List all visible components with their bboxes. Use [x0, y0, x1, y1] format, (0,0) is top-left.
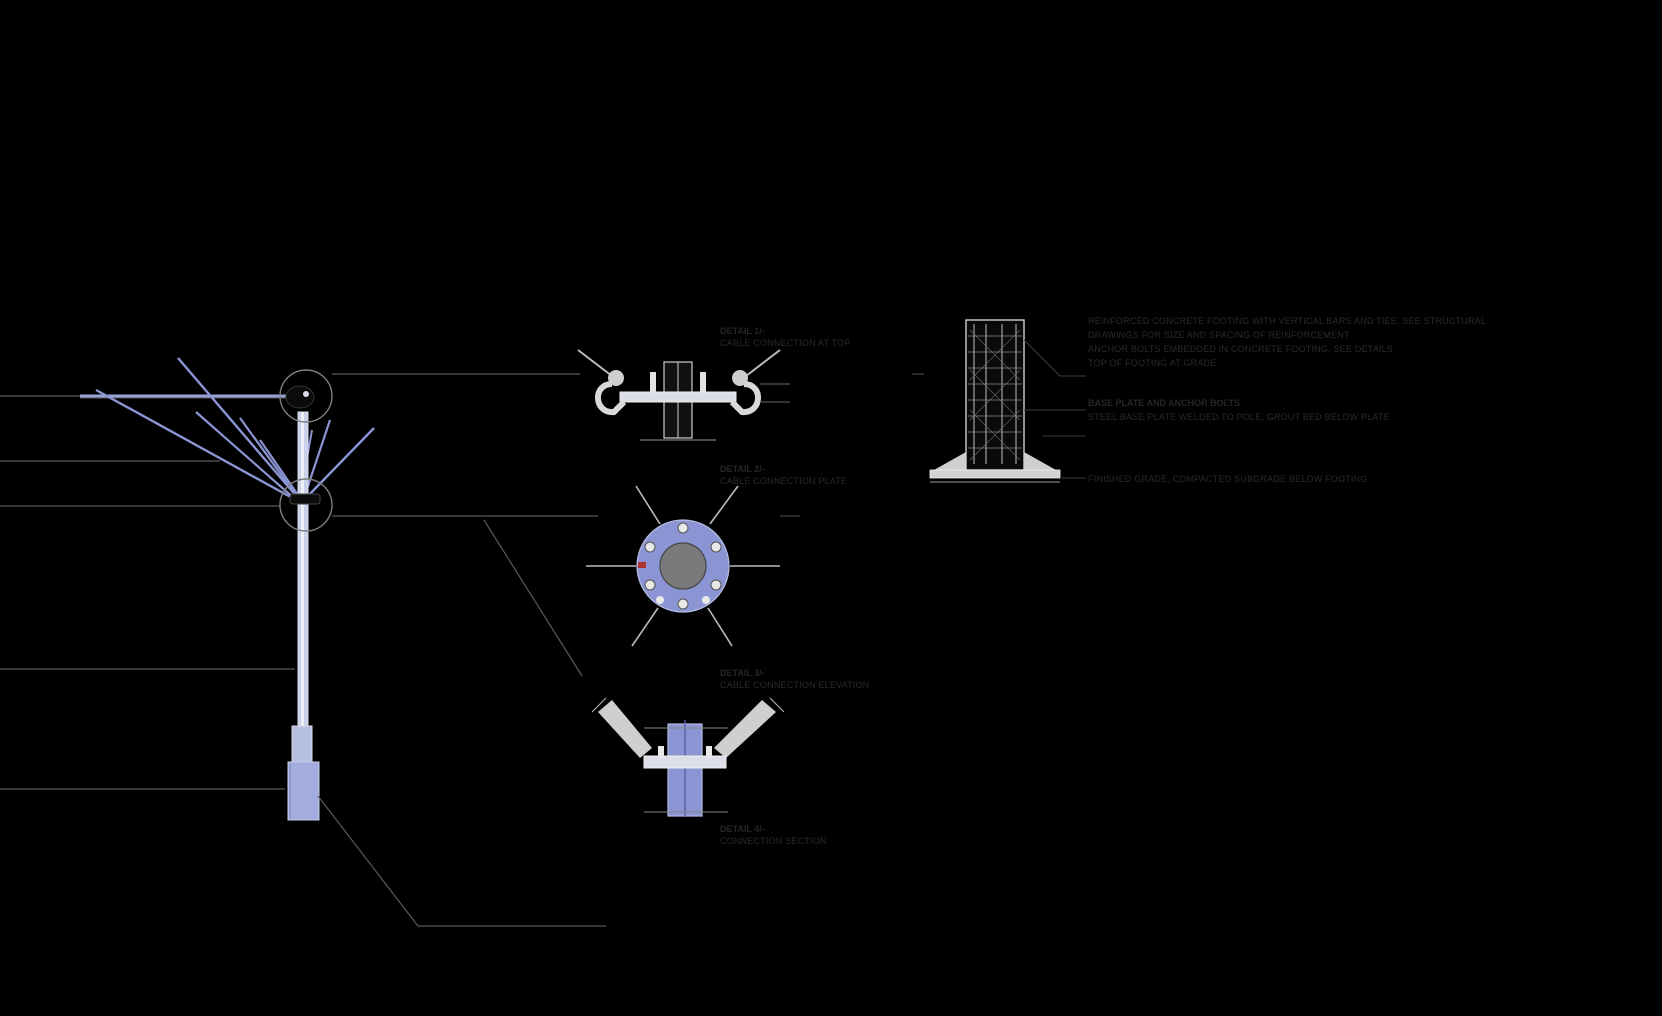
detail-3-subtitle: CABLE CONNECTION ELEVATION	[720, 680, 869, 690]
footing-note-line: DRAWINGS FOR SIZE AND SPACING OF REINFOR…	[1088, 330, 1350, 340]
detail-callout-circle	[279, 369, 333, 423]
bolt	[700, 372, 706, 394]
shackle-left	[595, 381, 627, 415]
detail-4-subtitle: CONNECTION SECTION	[720, 836, 827, 846]
detail-1-title: DETAIL 1/-	[720, 326, 765, 336]
footing-block	[287, 761, 320, 821]
connection-plate	[643, 755, 727, 769]
footing-note-line: ANCHOR BOLTS EMBEDDED IN CONCRETE FOOTIN…	[1088, 344, 1393, 354]
cable	[577, 349, 613, 377]
bolt	[650, 372, 656, 394]
detail-1-cable-connection: DETAIL 1/- CABLE CONNECTION AT TOP	[577, 326, 924, 441]
arm-end	[591, 697, 607, 713]
detail-1-subtitle: CABLE CONNECTION AT TOP	[720, 338, 850, 348]
hatch	[969, 409, 1021, 461]
cable-arm	[709, 485, 739, 525]
bolt	[658, 746, 664, 758]
detail-2-connection-plate: DETAIL 2/- CABLE CONNECTION PLATE	[586, 464, 847, 647]
pole-elevation	[0, 357, 606, 927]
footing-note-2-line: STEEL BASE PLATE WELDED TO POLE, GROUT B…	[1088, 412, 1390, 422]
footing-note-2-title: BASE PLATE AND ANCHOR BOLTS	[1088, 398, 1240, 408]
cable	[239, 417, 299, 499]
top-connector	[285, 385, 315, 409]
detail-3-title: DETAIL 3/-	[720, 668, 765, 678]
footing-note-line: TOP OF FOOTING AT GRADE	[1088, 358, 1216, 368]
cable	[305, 427, 375, 499]
base-slab	[929, 469, 1061, 479]
shackle-pin	[608, 370, 624, 386]
detail-callout-circle	[279, 478, 333, 532]
bolt-hole	[677, 598, 689, 610]
bolt-hole	[702, 596, 710, 604]
cable-arm	[631, 607, 659, 647]
cable	[745, 349, 781, 377]
shackle-pin	[732, 370, 748, 386]
bolt-hole	[677, 522, 689, 534]
bolt-hole	[644, 541, 656, 553]
detail-2-subtitle: CABLE CONNECTION PLATE	[720, 476, 847, 486]
cable	[195, 411, 297, 501]
detail-4-title: DETAIL 4/-	[720, 824, 765, 834]
reinforcement-hatch	[968, 324, 1022, 464]
leader-to-footing	[317, 795, 606, 927]
leader-line	[1023, 339, 1086, 377]
pole-highlight	[301, 412, 304, 730]
cable-arm	[707, 607, 733, 647]
pole-base-sleeve	[291, 725, 313, 765]
marker	[638, 562, 646, 568]
pole-section	[659, 542, 707, 590]
angled-arm-right	[714, 700, 776, 758]
hatch	[969, 369, 1021, 421]
connector-pin	[303, 391, 309, 397]
footing-note-line: REINFORCED CONCRETE FOOTING WITH VERTICA…	[1088, 316, 1486, 326]
radiating-cables	[95, 357, 375, 502]
cable	[259, 439, 301, 499]
hatch	[969, 329, 1021, 381]
arm-end	[769, 697, 785, 713]
bolt-hole	[710, 579, 722, 591]
footing-haunch-right	[1024, 452, 1056, 470]
footing-section: REINFORCED CONCRETE FOOTING WITH VERTICA…	[929, 316, 1486, 484]
bolt-hole	[644, 579, 656, 591]
bolt	[706, 746, 712, 758]
detail-2-title: DETAIL 2/-	[720, 464, 765, 474]
cable-arm	[635, 485, 661, 525]
grade-note: FINISHED GRADE, COMPACTED SUBGRADE BELOW…	[1088, 474, 1367, 484]
bolt-hole	[656, 596, 664, 604]
cable	[95, 388, 297, 502]
angled-arm-left	[598, 700, 652, 758]
connection-plate	[619, 391, 737, 403]
footing-haunch-left	[934, 452, 966, 470]
bolt-hole	[710, 541, 722, 553]
detail-3-connection-elevation: DETAIL 3/- CABLE CONNECTION ELEVATION DE…	[591, 668, 869, 846]
shackle-right	[729, 381, 761, 415]
leader-to-detail-3	[483, 519, 583, 677]
cable	[177, 357, 299, 499]
mid-connector-plate	[289, 493, 321, 505]
